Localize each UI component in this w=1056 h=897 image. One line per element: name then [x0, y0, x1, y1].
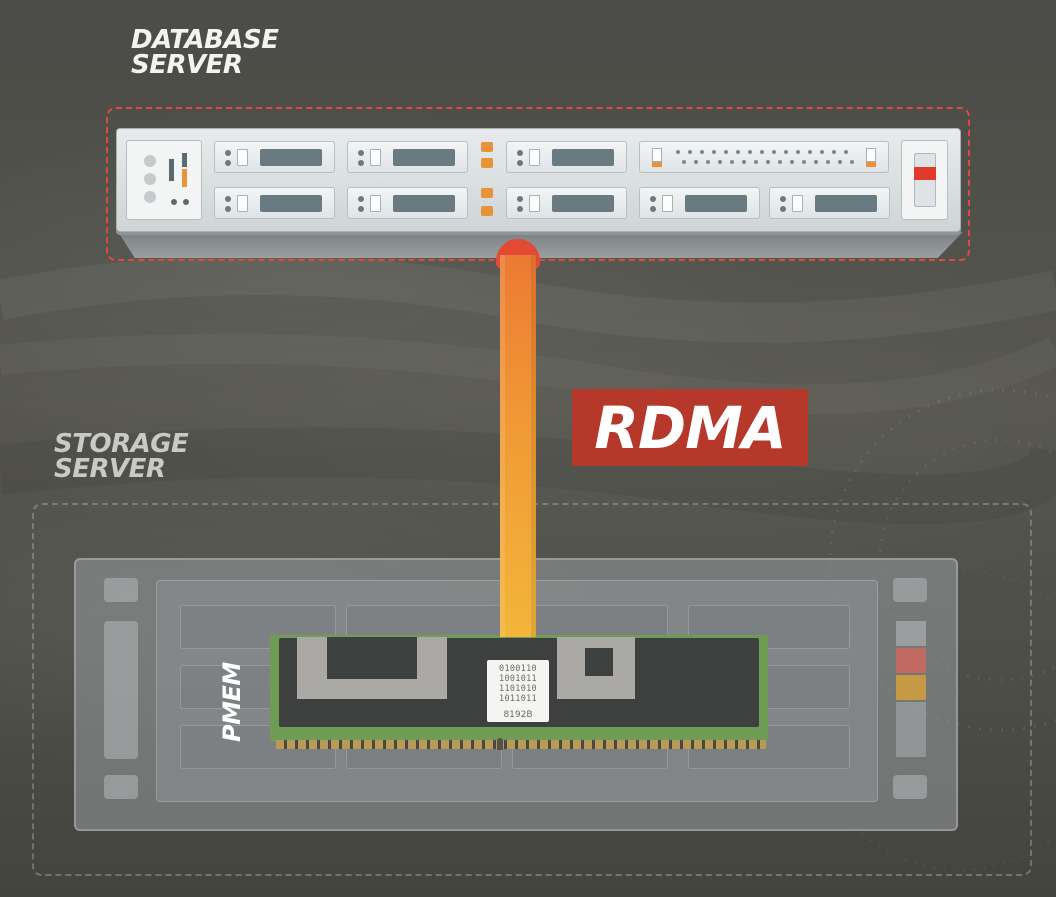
pmem-label: PMEM: [218, 662, 246, 742]
rdma-connection-cable: [500, 255, 536, 637]
status-led-icon: [481, 158, 493, 168]
rdma-label: RDMA: [594, 393, 786, 462]
power-button-icon: [144, 155, 156, 167]
pmem-key-notch: [497, 738, 503, 750]
status-led-icon: [866, 162, 876, 167]
status-led-icon: [896, 675, 926, 700]
drive-bay: [347, 187, 468, 219]
heat-spreader-cutout: [327, 637, 417, 679]
mount-tab-icon: [893, 578, 927, 602]
status-led-icon: [652, 162, 662, 167]
database-server-control-panel: [126, 140, 202, 220]
latch-icon: [866, 148, 876, 162]
drive-bay: [506, 141, 627, 173]
status-dot-icon: [171, 199, 177, 205]
heat-spreader-icon: [417, 637, 447, 663]
database-server-highlight: [106, 107, 970, 261]
status-dot-icon: [183, 199, 189, 205]
storage-server-label: STORAGE SERVER: [54, 429, 189, 485]
alert-led-icon: [914, 167, 936, 180]
status-led-icon: [896, 702, 926, 757]
handle-icon: [104, 621, 138, 759]
drive-bay: [639, 187, 760, 219]
indicator-bar-icon: [182, 153, 187, 167]
status-led-icon: [481, 206, 493, 216]
mount-tab-icon: [104, 775, 138, 799]
control-button-icon: [144, 191, 156, 203]
chip-bits-line: 1001011: [499, 674, 537, 684]
indicator-bar-icon: [169, 159, 174, 181]
status-led-icon: [896, 621, 926, 646]
vent-holes-icon: [676, 150, 854, 164]
chip-capacity: 8192B: [503, 710, 533, 720]
latch-icon: [652, 148, 662, 162]
mount-tab-icon: [893, 775, 927, 799]
heat-spreader-icon: [297, 637, 327, 663]
heat-spreader-cutout: [585, 648, 613, 676]
pmem-gold-contacts: [276, 740, 766, 749]
drive-bay: [769, 187, 890, 219]
chip-bits-line: 0100110: [499, 664, 537, 674]
mount-tab-icon: [104, 578, 138, 602]
database-server-label: DATABASE SERVER: [131, 25, 279, 81]
handle-icon: [914, 153, 936, 207]
database-server-underside: [118, 232, 963, 258]
drive-bay: [214, 141, 335, 173]
drive-bay: [347, 141, 468, 173]
chip-bits-line: 1011011: [499, 694, 537, 704]
status-led-icon: [182, 169, 187, 187]
database-server-side-panel: [901, 140, 948, 220]
status-led-icon: [481, 142, 493, 152]
drive-bay: [214, 187, 335, 219]
control-button-icon: [144, 173, 156, 185]
vent-panel: [639, 141, 889, 173]
memory-chip-label: 0100110 1001011 1101010 1011011 8192B: [487, 660, 549, 722]
rdma-badge: RDMA: [572, 389, 808, 466]
drive-bay: [506, 187, 627, 219]
status-led-icon: [896, 648, 926, 673]
status-led-icon: [481, 188, 493, 198]
chip-bits-line: 1101010: [499, 684, 537, 694]
